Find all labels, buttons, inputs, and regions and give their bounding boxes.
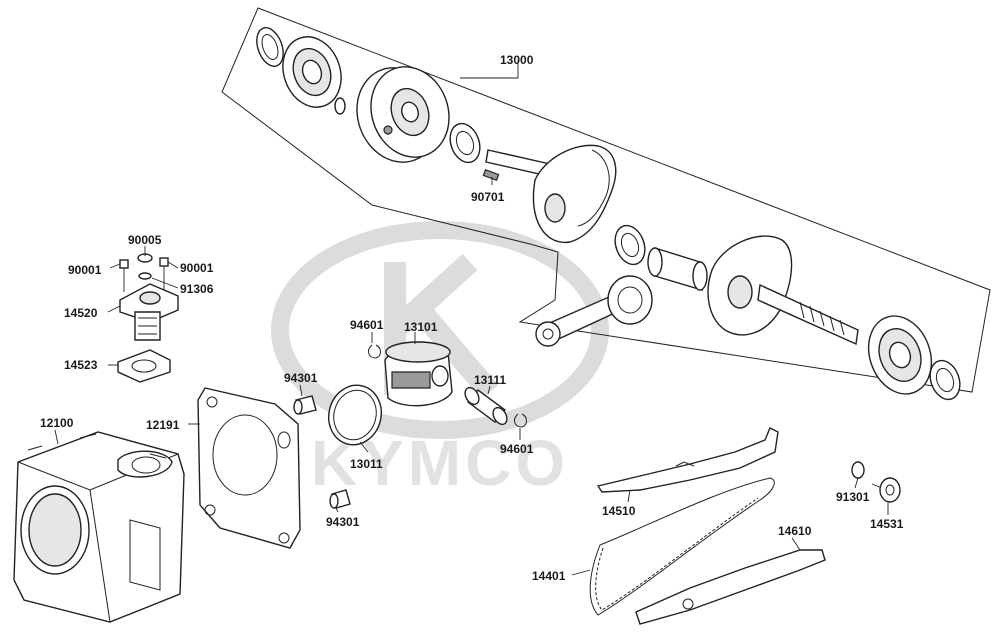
label-12100[interactable]: 12100 (40, 416, 74, 430)
cam-chain (589, 477, 775, 616)
washer-small (334, 97, 346, 115)
cylinder-gasket (197, 387, 301, 549)
label-14610[interactable]: 14610 (778, 524, 812, 538)
label-14401[interactable]: 14401 (532, 569, 566, 583)
label-90001-right[interactable]: 90001 (180, 261, 214, 275)
crank-sprocket-left (256, 27, 284, 67)
piston-clip-lower (514, 413, 527, 428)
piston-ring-set (328, 384, 382, 446)
crank-pin (647, 247, 708, 291)
crankshaft-assembly-outline (221, 7, 991, 393)
tensioner-bolt-left (119, 259, 129, 292)
bearing-right (867, 315, 933, 395)
key-icon (482, 169, 500, 181)
crank-sprocket-right (929, 359, 961, 401)
crankshaft-left-half (482, 144, 617, 244)
tensioner-bolt-right (159, 257, 169, 290)
needle-bearing (614, 224, 646, 266)
label-94601-lower[interactable]: 94601 (500, 442, 534, 456)
label-94601-upper[interactable]: 94601 (350, 318, 384, 332)
crankshaft-right-half (707, 235, 859, 346)
leader-lines (54, 60, 889, 576)
label-91306[interactable]: 91306 (180, 282, 214, 296)
label-90701[interactable]: 90701 (471, 190, 505, 204)
label-12191[interactable]: 12191 (146, 418, 180, 432)
piston-pin (464, 386, 508, 426)
label-13011[interactable]: 13011 (350, 457, 383, 471)
label-90005[interactable]: 90005 (128, 233, 162, 247)
label-13000[interactable]: 13000 (500, 53, 534, 67)
label-13101[interactable]: 13101 (404, 320, 438, 334)
crank-web-left (356, 66, 450, 163)
piston-clip-upper (368, 344, 381, 359)
bearing-left (282, 36, 342, 108)
tensioner-pivot-bolt (871, 477, 901, 503)
tensioner-gasket (117, 349, 171, 383)
connecting-rod (535, 275, 653, 347)
label-14523[interactable]: 14523 (64, 358, 98, 372)
label-91301[interactable]: 91301 (836, 490, 870, 504)
label-14531[interactable]: 14531 (870, 517, 904, 531)
dowel-pin-upper (293, 395, 317, 415)
label-94301-lower[interactable]: 94301 (326, 515, 360, 529)
piston (384, 341, 453, 407)
o-ring (851, 461, 865, 479)
label-94301-upper[interactable]: 94301 (284, 371, 318, 385)
cam-chain-tensioner (119, 283, 179, 341)
label-13111[interactable]: 13111 (474, 373, 507, 387)
label-14520[interactable]: 14520 (64, 306, 98, 320)
label-90001-left[interactable]: 90001 (68, 263, 102, 277)
washer-90005-icon (137, 253, 153, 280)
chain-guide-lower (635, 549, 826, 625)
chain-guide-upper (596, 427, 779, 493)
label-14510[interactable]: 14510 (602, 504, 636, 518)
oil-seal (449, 122, 481, 164)
dowel-pin-lower (329, 489, 351, 509)
cylinder-block (13, 431, 185, 623)
